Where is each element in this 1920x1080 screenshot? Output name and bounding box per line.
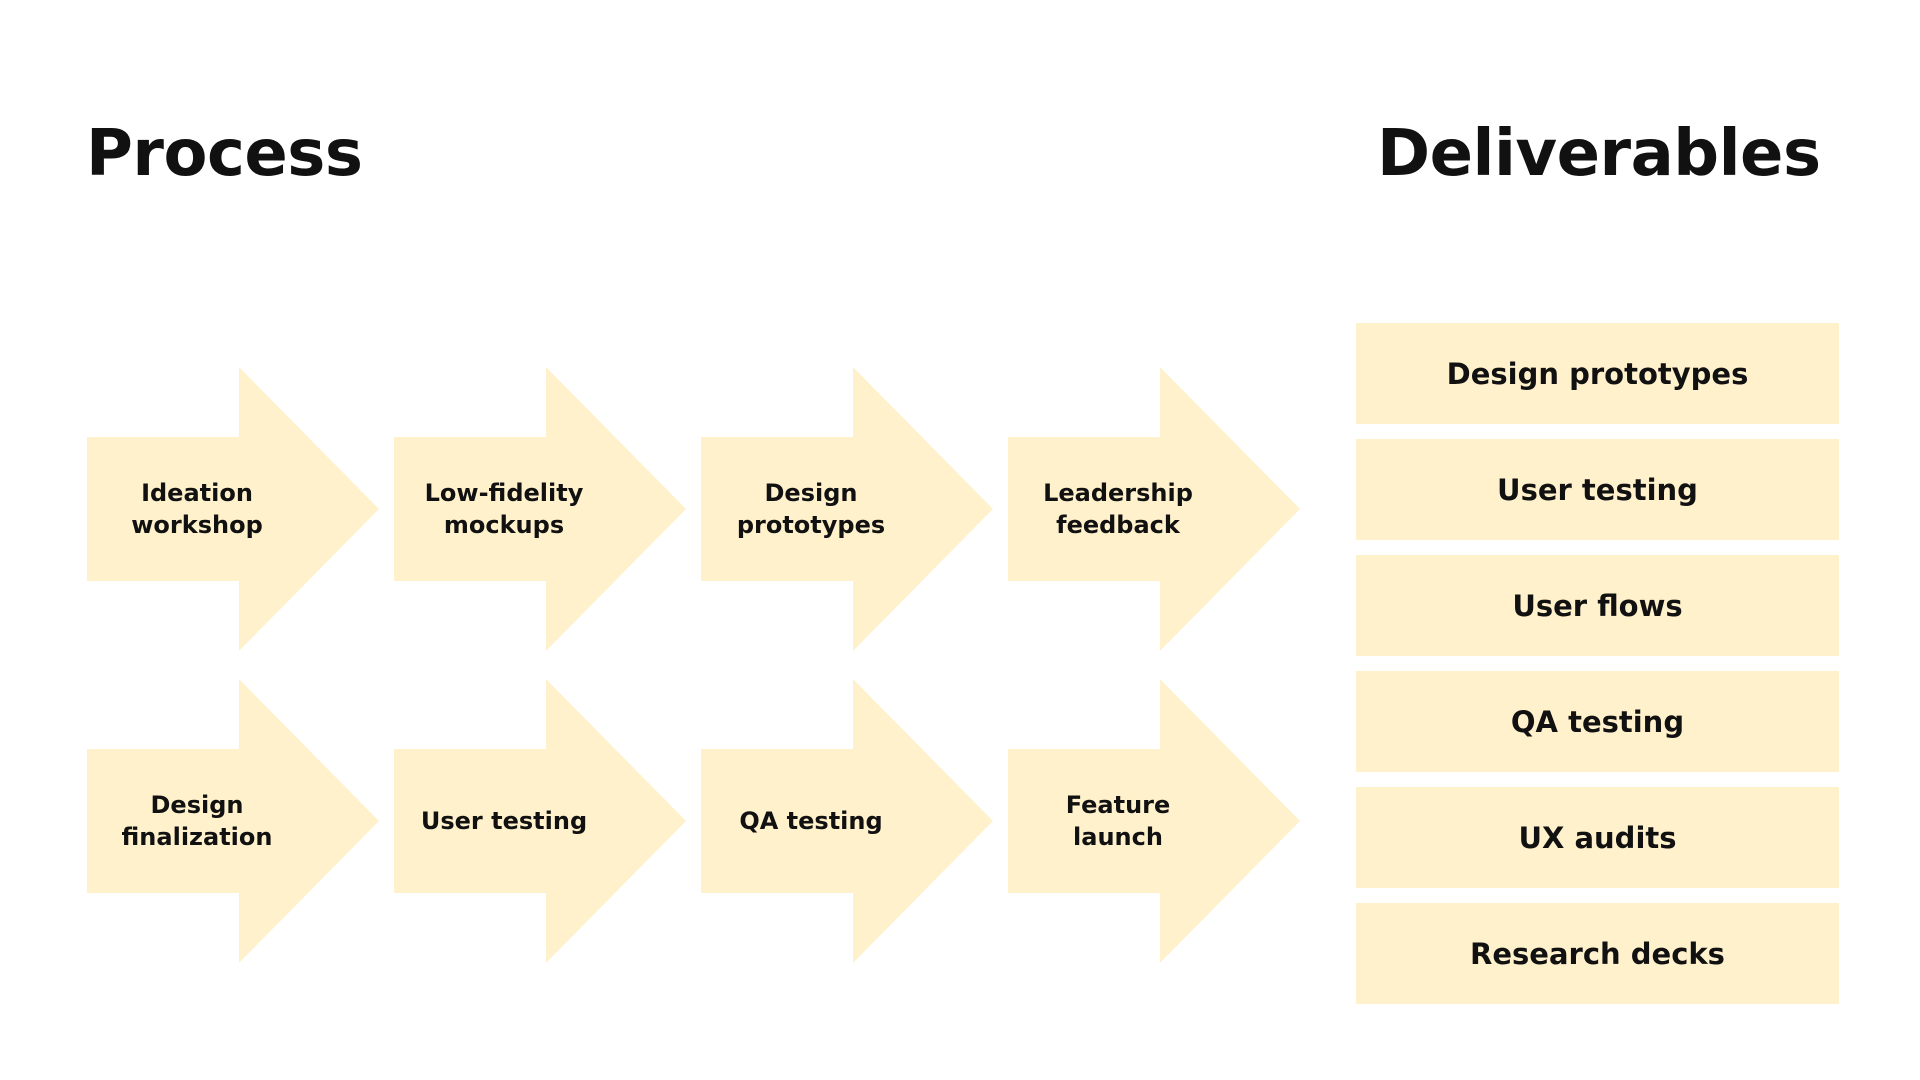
arrow-shape	[1008, 679, 1300, 963]
process-step-arrow: Design prototypes	[701, 367, 993, 651]
process-heading: Process	[86, 117, 363, 191]
deliverable-item: Research decks	[1356, 903, 1839, 1004]
deliverables-heading: Deliverables	[1377, 117, 1821, 191]
process-step-label: QA testing	[739, 807, 883, 835]
arrow-shape	[394, 367, 686, 651]
process-step-arrow: Design finalization	[87, 679, 379, 963]
arrow-shape	[701, 679, 993, 963]
process-step-label: Design finalization	[121, 791, 273, 851]
process-step-arrow: QA testing	[701, 679, 993, 963]
process-step-label: Ideation workshop	[131, 479, 263, 539]
process-step-label: Leadership feedback	[1043, 479, 1193, 539]
process-step-label: Feature launch	[1065, 791, 1171, 851]
process-step-arrow: Low-fidelity mockups	[394, 367, 686, 651]
deliverable-item: User flows	[1356, 555, 1839, 656]
deliverable-item: User testing	[1356, 439, 1839, 540]
arrow-shape	[1008, 367, 1300, 651]
arrow-shape	[87, 679, 379, 963]
process-step-label: Design prototypes	[736, 479, 886, 539]
process-step-label: Low-fidelity mockups	[424, 479, 584, 539]
arrow-shape	[87, 367, 379, 651]
process-step-arrow: Ideation workshop	[87, 367, 379, 651]
process-step-arrow: User testing	[394, 679, 686, 963]
process-step-arrow: Leadership feedback	[1008, 367, 1300, 651]
process-step-label: User testing	[420, 807, 588, 835]
process-step-arrow: Feature launch	[1008, 679, 1300, 963]
deliverable-item: QA testing	[1356, 671, 1839, 772]
deliverable-item: UX audits	[1356, 787, 1839, 888]
arrow-shape	[701, 367, 993, 651]
arrow-shape	[394, 679, 686, 963]
deliverable-item: Design prototypes	[1356, 323, 1839, 424]
